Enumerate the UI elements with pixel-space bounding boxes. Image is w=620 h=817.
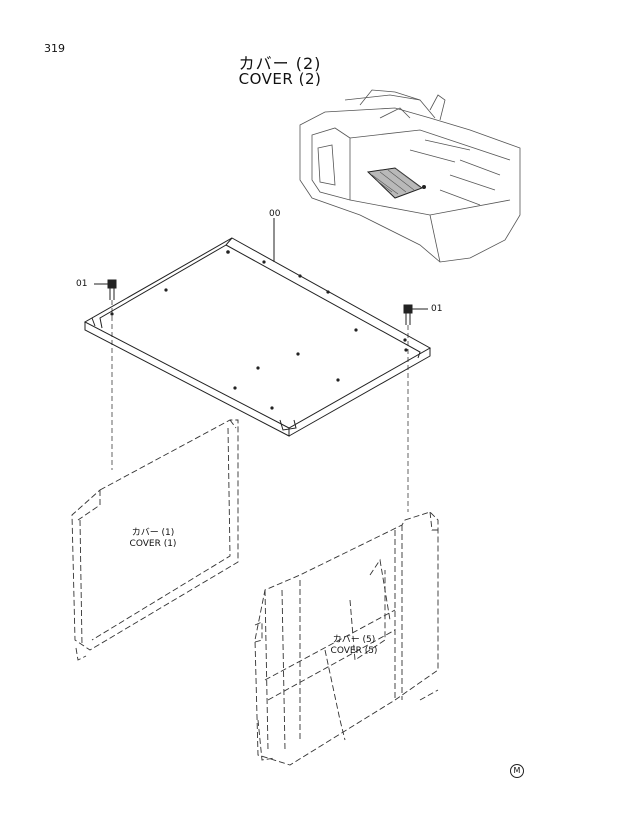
cover5-label: カバー (5) COVER (5) bbox=[314, 635, 394, 657]
bolt-right-drawing bbox=[403, 304, 428, 512]
cover5-label-jp: カバー (5) bbox=[332, 635, 376, 645]
cover1-label: カバー (1) COVER (1) bbox=[118, 528, 188, 550]
cover-location-highlight bbox=[366, 167, 426, 199]
page-title-jp: カバー (2) bbox=[238, 54, 322, 73]
callout-01-right: 01 bbox=[431, 304, 443, 314]
callout-01-left: 01 bbox=[76, 279, 88, 289]
cover1-phantom-drawing bbox=[71, 419, 239, 661]
callout-00: 00 bbox=[269, 209, 281, 219]
excavator-inset-illustration bbox=[299, 89, 521, 263]
cover5-label-en: COVER (5) bbox=[330, 646, 378, 656]
cover5-phantom-drawing bbox=[254, 511, 439, 766]
cover1-label-jp: カバー (1) bbox=[131, 528, 175, 538]
cover-plate-drawing bbox=[83, 237, 432, 437]
bolt-left-drawing bbox=[94, 279, 117, 470]
page-title-en: COVER (2) bbox=[238, 70, 322, 88]
page-number: 319 bbox=[44, 42, 65, 55]
cover1-label-en: COVER (1) bbox=[129, 539, 177, 549]
footer-m-mark: M bbox=[510, 764, 524, 778]
